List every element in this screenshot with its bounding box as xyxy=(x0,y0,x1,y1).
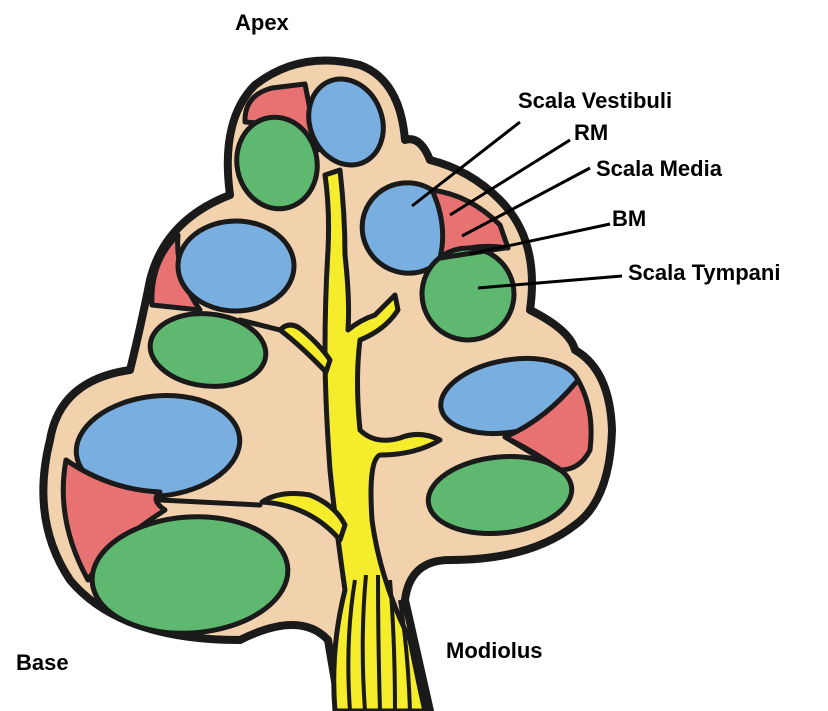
label-base: Base xyxy=(16,650,69,675)
label-rm: RM xyxy=(574,120,608,145)
upper-left-scala-vestibuli xyxy=(178,221,294,311)
label-modiolus: Modiolus xyxy=(446,638,543,663)
label-scala-media: Scala Media xyxy=(596,156,723,181)
label-apex: Apex xyxy=(235,10,290,35)
label-scala-vestibuli: Scala Vestibuli xyxy=(518,88,672,113)
label-bm: BM xyxy=(612,206,646,231)
label-scala-tympani: Scala Tympani xyxy=(628,260,780,285)
